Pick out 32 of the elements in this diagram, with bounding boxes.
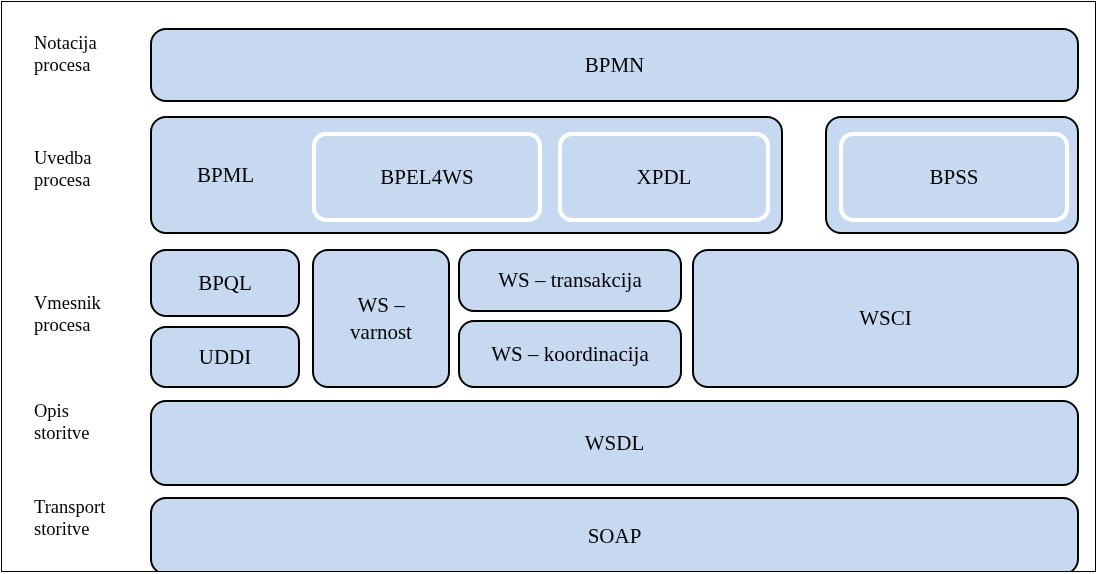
group-box xyxy=(150,116,783,234)
layer-label: Transport storitve xyxy=(34,496,107,541)
layer-box xyxy=(692,249,1079,388)
node-label: BPSS xyxy=(929,163,979,191)
node-label: BPEL4WS xyxy=(380,163,474,191)
layer-box xyxy=(839,132,1069,222)
layer-label: Opis storitve xyxy=(34,400,91,445)
empty-box xyxy=(825,116,1079,234)
layer-box xyxy=(458,320,682,388)
layer-box xyxy=(312,249,450,388)
layer-box xyxy=(150,400,1079,486)
node-label: WS – varnost xyxy=(349,292,413,345)
layer-box xyxy=(558,132,770,222)
layer-box xyxy=(150,326,300,388)
node-label: UDDI xyxy=(198,343,252,371)
layer-box xyxy=(312,132,542,222)
layer-label: Uvedba procesa xyxy=(34,147,93,192)
layer-box xyxy=(150,249,300,317)
node-label: WS – transakcija xyxy=(498,267,642,294)
layer-label: Notacija procesa xyxy=(34,32,98,77)
node-label: BPMN xyxy=(584,51,645,79)
node-label: WSCI xyxy=(859,305,912,332)
node-label: BPQL xyxy=(198,269,252,297)
layer-box xyxy=(150,28,1079,102)
node-label: WSDL xyxy=(584,429,645,457)
node-label: WS – koordinacija xyxy=(491,340,649,368)
layer-box xyxy=(458,249,682,312)
node-label: XPDL xyxy=(636,163,692,191)
node-label: SOAP xyxy=(587,522,642,550)
node-label: BPML xyxy=(197,161,255,189)
layer-box xyxy=(150,497,1079,571)
layer-label: Vmesnik procesa xyxy=(34,292,102,337)
